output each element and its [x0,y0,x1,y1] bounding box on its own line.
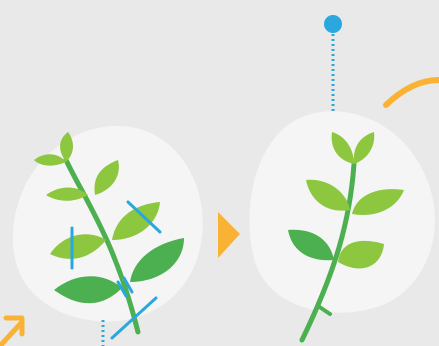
tie-point-icon [324,15,342,33]
